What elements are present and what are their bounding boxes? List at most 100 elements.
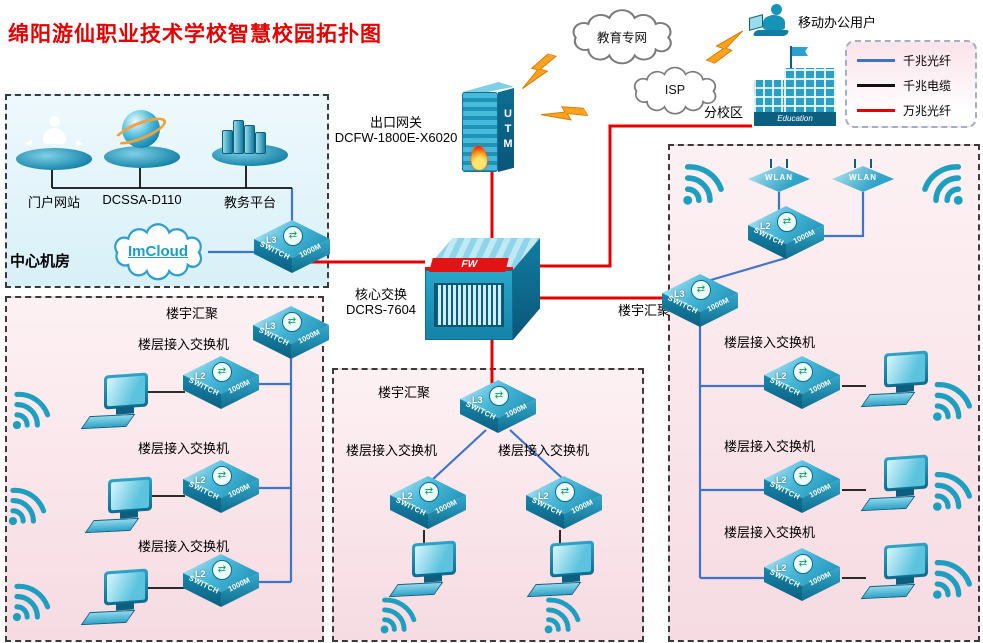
building-main	[784, 68, 836, 116]
branch-campus-building-icon: Education	[748, 46, 844, 126]
edu-platform-label: 教务平台	[223, 195, 276, 210]
switch-c-wlan-l2: ⇄ L2 SWITCH 1000M	[748, 206, 824, 264]
portal-website-label: 门户网站	[27, 195, 80, 210]
pc-a-3	[80, 568, 150, 628]
imcloud-icon: ImCloud	[106, 220, 210, 282]
portal-website-icon: ◀ ▶	[14, 110, 94, 174]
monitor	[550, 540, 594, 578]
legend-swatch-1g-cable	[857, 83, 895, 87]
monitor	[104, 372, 148, 410]
antenna	[770, 159, 772, 168]
switch-arrows-icon: ⇄	[489, 386, 509, 406]
gateway-model-label: DCFW-1800E-X6020	[334, 130, 458, 145]
cloud-label: 教育专网	[596, 30, 647, 45]
switch-server-room-l3: ⇄ L3 SWITCH 1000M	[254, 220, 330, 278]
keyboard	[80, 609, 136, 626]
floor-access-label-c1: 楼层接入交换机	[724, 335, 816, 350]
cloud-label: ISP	[664, 83, 686, 97]
wifi-signal-icon	[380, 597, 417, 634]
switch-tier-label: L2	[760, 221, 771, 231]
edu-platform-icon	[210, 106, 290, 170]
utm-gateway-device: UTM	[460, 82, 522, 174]
floor-access-label-a2: 楼层接入交换机	[138, 441, 230, 456]
wifi-signal-icon	[12, 583, 51, 622]
core-front-face	[425, 270, 513, 340]
keyboard	[860, 391, 916, 408]
floor-access-label-a1: 楼层接入交换机	[138, 337, 230, 352]
switch-tier-label: L3	[265, 321, 276, 331]
cloud-shape	[633, 66, 717, 115]
switch-a-floor-1-l2: ⇄ L2 SWITCH 1000M	[183, 356, 259, 414]
monitor	[884, 350, 928, 388]
monitor	[104, 568, 148, 606]
switch-a-floor-3-l2: ⇄ L2 SWITCH 1000M	[183, 554, 259, 612]
screen	[107, 375, 145, 407]
aggregation-label-a: 楼宇汇聚	[166, 306, 219, 321]
switch-arrows-icon: ⇄	[212, 362, 232, 382]
laptop-icon	[749, 14, 763, 31]
switch-tier-label: L2	[402, 491, 413, 501]
utm-side-label: UTM	[498, 88, 514, 172]
wifi-signal-icon	[683, 164, 724, 205]
switch-b-floor-1-l2: ⇄ L2 SWITCH 1000M	[390, 476, 466, 534]
platform-base	[16, 148, 92, 170]
legend-swatch-10g-fiber	[857, 108, 895, 112]
wifi-signal-icon	[922, 164, 963, 205]
wifi-signal-icon	[933, 559, 972, 599]
dcssa-appliance-icon	[102, 108, 182, 172]
floor-access-label-b1: 楼层接入交换机	[346, 443, 438, 458]
switch-arrows-icon: ⇄	[793, 554, 813, 574]
pc-c-1	[860, 350, 930, 410]
wlan-label: WLAN	[849, 173, 877, 182]
10g-fiber-lines	[303, 124, 752, 390]
mobile-user-icon	[744, 2, 798, 48]
aggregation-label-b: 楼宇汇聚	[378, 385, 431, 400]
cloud-shape	[572, 9, 672, 65]
wifi-signal-icon	[12, 391, 51, 430]
keyboard	[860, 583, 916, 600]
switch-b-aggregation-l3: ⇄ L3 SWITCH 1000M	[460, 380, 536, 438]
legend-label: 千兆光纤	[903, 53, 952, 68]
switch-arrows-icon: ⇄	[283, 226, 303, 246]
pc-b-1	[388, 540, 458, 600]
switch-tier-label: L2	[195, 569, 206, 579]
wifi-signal-icon	[8, 487, 47, 526]
monitor	[884, 542, 928, 580]
antenna	[854, 159, 856, 168]
pc-b-2	[526, 540, 596, 600]
wlan-ap-2: WLAN	[832, 159, 894, 194]
person-seat	[752, 30, 790, 36]
legend-item: 万兆光纤	[857, 100, 965, 120]
switch-tier-label: L2	[776, 475, 787, 485]
monitor	[412, 540, 456, 578]
antenna	[786, 159, 788, 168]
building-bar	[222, 130, 233, 154]
legend-label: 万兆光纤	[903, 103, 952, 118]
floor-access-label-b2: 楼层接入交换机	[498, 443, 590, 458]
floor-access-label-c3: 楼层接入交换机	[724, 525, 816, 540]
switch-c-floor-1-l2: ⇄ L2 SWITCH 1000M	[764, 356, 840, 414]
legend-swatch-1g-fiber	[857, 58, 895, 62]
keyboard	[860, 495, 916, 512]
switch-arrows-icon: ⇄	[793, 466, 813, 486]
legend: 千兆光纤 千兆电缆 万兆光纤	[845, 40, 977, 128]
server-room-label: 中心机房	[10, 253, 71, 270]
screen	[111, 479, 149, 511]
switch-tier-label: L3	[266, 235, 277, 245]
monitor	[884, 454, 928, 492]
switch-c-aggregation-l3: ⇄ L3 SWITCH 1000M	[662, 274, 738, 332]
wifi-signal-icon	[933, 471, 972, 511]
switch-c-floor-3-l2: ⇄ L2 SWITCH 1000M	[764, 548, 840, 606]
cloud-isp: ISP	[626, 64, 724, 116]
legend-item: 千兆电缆	[857, 75, 965, 95]
screen	[887, 457, 925, 489]
core-port-panel	[434, 283, 504, 327]
switch-arrows-icon: ⇄	[212, 560, 232, 580]
aggregation-label-c: 楼宇汇聚	[618, 303, 671, 318]
platform-base	[104, 146, 180, 168]
keyboard	[84, 517, 140, 534]
floor-access-label-c2: 楼层接入交换机	[724, 439, 816, 454]
flag-pole	[790, 46, 792, 72]
wlan-ap-1: WLAN	[748, 159, 810, 194]
building-bar	[233, 120, 244, 154]
